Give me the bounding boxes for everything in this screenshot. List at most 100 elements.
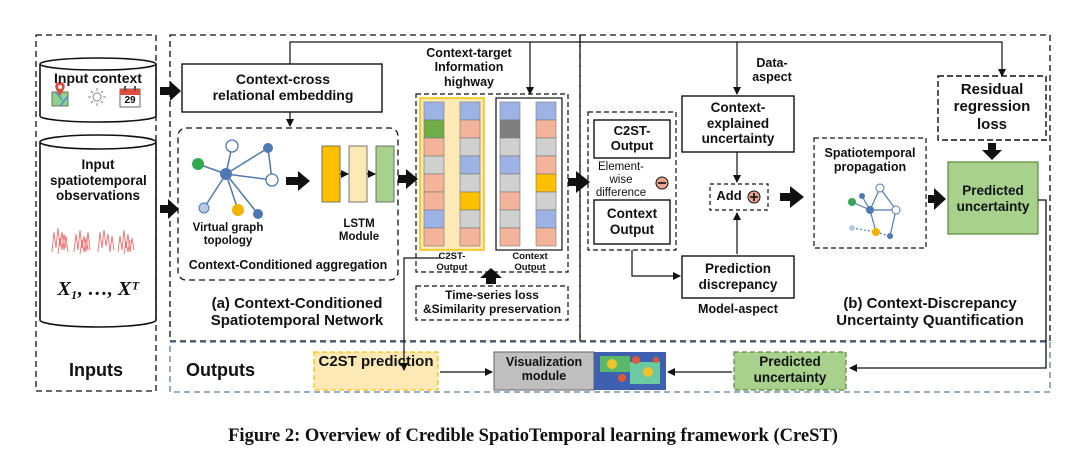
context-output-label: Context Output <box>606 206 658 237</box>
network-to-uq-arrow-icon <box>568 171 590 193</box>
feature-cell <box>535 191 557 211</box>
prediction-discrepancy-box <box>681 255 795 299</box>
input-context-label: Input context <box>54 70 142 86</box>
predicted-uncertainty-label: Predicted uncertainty <box>956 183 1030 214</box>
elementwise-label: Element-wise difference <box>595 161 647 200</box>
feature-cell <box>459 137 481 157</box>
loss-down-arrow-icon <box>982 143 1002 160</box>
feature-cell <box>499 209 521 229</box>
add-to-propagation-arrow-icon <box>780 186 804 208</box>
propagation-label: Spatiotemporal propagation <box>824 146 916 175</box>
propagation-box <box>813 137 927 249</box>
network-title: (a) Context-Conditioned Spatiotemporal N… <box>210 295 384 330</box>
observations-arrow-icon <box>160 199 179 219</box>
observations-cylinder <box>39 134 157 328</box>
prediction-discrepancy-label: Prediction discrepancy <box>698 261 778 292</box>
context-output-box <box>593 199 671 245</box>
outputs-panel <box>169 341 1051 393</box>
feature-cell <box>499 101 521 121</box>
add-label: Add <box>716 188 742 203</box>
feature-cell <box>423 227 445 247</box>
feature-cell <box>535 155 557 175</box>
feature-cell <box>459 227 481 247</box>
feature-cell <box>423 191 445 211</box>
feature-cell <box>499 191 521 211</box>
model-aspect-label: Model-aspect <box>698 302 778 316</box>
context-cross-label: Context-cross relational embedding <box>212 71 354 104</box>
feature-cell <box>535 173 557 193</box>
virtual-graph <box>192 139 279 219</box>
context-explained-box <box>681 95 795 153</box>
feature-cell <box>423 209 445 229</box>
variables-label: X₁, …, Xᵀ <box>57 278 139 300</box>
feature-cell <box>535 101 557 121</box>
feature-cell <box>423 173 445 193</box>
feature-cell <box>535 137 557 157</box>
lstm-to-outputs-arrow-icon <box>398 169 418 189</box>
calendar-day-label: 29 <box>124 95 136 106</box>
c2st-output-label: C2ST-Output <box>610 123 654 153</box>
residual-loss-box <box>937 75 1047 141</box>
feature-cell <box>459 173 481 193</box>
loss-up-arrow-icon <box>480 268 502 284</box>
heatmap-thumbnail <box>594 352 666 390</box>
feature-cell <box>423 101 445 121</box>
calendar-icon <box>119 86 141 108</box>
feature-cell <box>423 137 445 157</box>
feature-cell <box>459 155 481 175</box>
c2st-output-bar-label: C2ST-Output <box>436 251 468 273</box>
feature-cell <box>499 227 521 247</box>
context-cross-box <box>181 63 383 113</box>
lstm-label: LSTM Module <box>338 218 380 244</box>
graph-to-lstm-arrow-icon <box>286 171 310 191</box>
sun-icon <box>88 88 106 106</box>
aggregation-box <box>177 127 399 281</box>
feature-cell <box>535 209 557 229</box>
residual-loss-label: Residual regression loss <box>953 81 1031 133</box>
feature-cells <box>423 101 557 247</box>
inputs-panel <box>35 34 157 392</box>
map-pin-icon <box>51 82 69 107</box>
feature-cell <box>535 227 557 247</box>
uq-panel <box>579 34 1051 342</box>
inputs-section-label: Inputs <box>69 360 123 380</box>
context-arrow-icon <box>160 81 181 101</box>
feature-cell <box>499 137 521 157</box>
figure-caption: Figure 2: Overview of Credible SpatioTem… <box>228 426 838 446</box>
feature-cell <box>459 119 481 139</box>
c2st-context-dashed-box <box>587 111 677 251</box>
feature-cell <box>459 101 481 121</box>
predicted-uncertainty-box <box>947 161 1039 235</box>
feature-cell <box>423 155 445 175</box>
highway-label: Context-target Information highway <box>426 46 512 89</box>
context-output-bar-label: Context Output <box>512 251 548 273</box>
loss-label: Time-series loss &Similarity preservatio… <box>422 288 562 316</box>
feature-cell <box>459 191 481 211</box>
feature-cell <box>499 119 521 139</box>
loss-box <box>415 285 569 321</box>
lstm-module <box>321 145 395 203</box>
aggregation-label: Context-Conditioned aggregation <box>188 258 388 272</box>
feature-cell <box>499 155 521 175</box>
propagation-to-predicted-arrow-icon <box>928 188 946 210</box>
predicted-uncertainty-output-label: Predicted uncertainty <box>753 354 827 385</box>
feature-cell <box>459 209 481 229</box>
visualization-label: Visualization module <box>505 355 583 384</box>
data-aspect-label: Data-aspect <box>752 56 792 85</box>
feature-cell <box>423 119 445 139</box>
c2st-prediction-box <box>313 351 439 391</box>
context-explained-label: Context-explained uncertainty <box>701 100 775 147</box>
virtual-graph-label: Virtual graph topology <box>192 222 264 248</box>
c2st-prediction-label: C2ST prediction <box>318 353 434 370</box>
input-observations-label: Input spatiotemporal observations <box>50 157 147 204</box>
feature-cell <box>499 173 521 193</box>
c2st-output-box <box>593 119 671 159</box>
predicted-uncertainty-output-box <box>733 351 847 391</box>
uq-title: (b) Context-Discrepancy Uncertainty Quan… <box>836 295 1024 330</box>
outputs-section-label: Outputs <box>186 360 255 380</box>
feature-cell <box>535 119 557 139</box>
propagation-graph <box>848 183 901 239</box>
timeseries-icon <box>51 227 135 255</box>
